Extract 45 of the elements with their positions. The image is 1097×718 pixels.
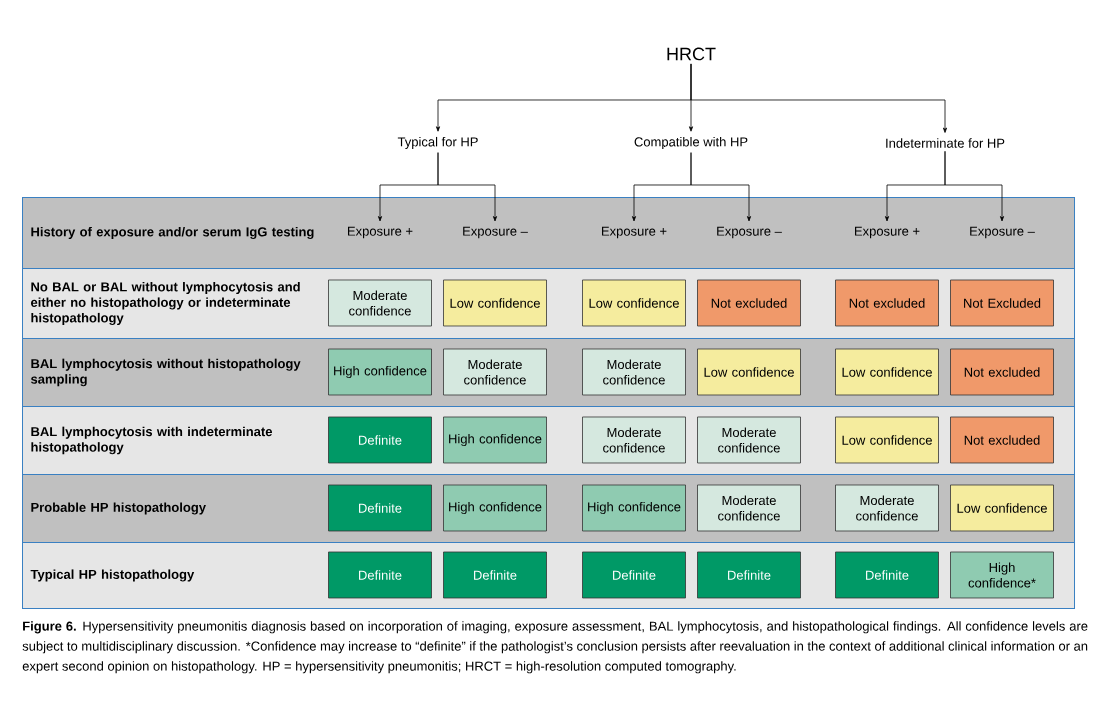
confidence-box: Low confidence (443, 279, 547, 327)
confidence-box: Not Excluded (950, 279, 1054, 327)
confidence-box: Definite (443, 551, 547, 599)
confidence-box: Low confidence (835, 416, 939, 464)
confidence-box: Moderate confidence (328, 279, 432, 327)
confidence-box: High confidence (443, 484, 547, 532)
confidence-box: Not excluded (835, 279, 939, 327)
confidence-box: Definite (697, 551, 801, 599)
confidence-box: Moderate confidence (697, 484, 801, 532)
exposure-label: Exposure – (463, 226, 528, 239)
confidence-box: Definite (835, 551, 939, 599)
exposure-label: Exposure – (970, 226, 1035, 239)
confidence-box: Moderate confidence (835, 484, 939, 532)
confidence-box: High confidence (328, 348, 432, 396)
exposure-label: Exposure + (855, 226, 920, 239)
confidence-box: High confidence (582, 484, 686, 532)
exposure-label: Exposure – (717, 226, 782, 239)
confidence-box: Not excluded (697, 279, 801, 327)
confidence-box: Not excluded (950, 416, 1054, 464)
exposure-label: Exposure + (348, 226, 413, 239)
arrow (437, 152, 497, 222)
confidence-box: Moderate confidence (697, 416, 801, 464)
arrow (690, 63, 947, 133)
confidence-box: Not excluded (950, 348, 1054, 396)
category-label: Typical for HP (397, 136, 478, 150)
confidence-box: Moderate confidence (582, 348, 686, 396)
confidence-box: Low confidence (950, 484, 1054, 532)
confidence-box: High confidence* (950, 551, 1054, 599)
exposure-label: Exposure + (602, 226, 667, 239)
arrow (944, 150, 1004, 222)
confidence-box: Low confidence (582, 279, 686, 327)
confidence-box: Definite (582, 551, 686, 599)
confidence-box: Moderate confidence (443, 348, 547, 396)
confidence-box: Moderate confidence (582, 416, 686, 464)
confidence-box: Definite (328, 416, 432, 464)
root-label: HRCT (667, 47, 716, 61)
confidence-box: Low confidence (697, 348, 801, 396)
caption: Figure 6. Hypersensitivity pneumonitis diagnosis based on incorporation of imaging, exposure assessment, BAL lymphocytosis, and histopathological findings. All confidence levels are subject to multidisciplinary discussion. *Confidence may increase to “definite” if the pathologist’s conclusion persists after reevaluation in the context of additional clinical information or an expert second opinion on histopathology. HP = hypersensitivity pneumonitis; HRCT = high-resolution computed tomography. (22, 621, 1088, 674)
confidence-box: Definite (328, 484, 432, 532)
category-label: Compatible with HP (634, 136, 748, 150)
confidence-box: Low confidence (835, 348, 939, 396)
arrow (690, 152, 751, 222)
confidence-box: Definite (328, 551, 432, 599)
confidence-box: High confidence (443, 416, 547, 464)
category-label: Indeterminate for HP (886, 138, 1005, 148)
